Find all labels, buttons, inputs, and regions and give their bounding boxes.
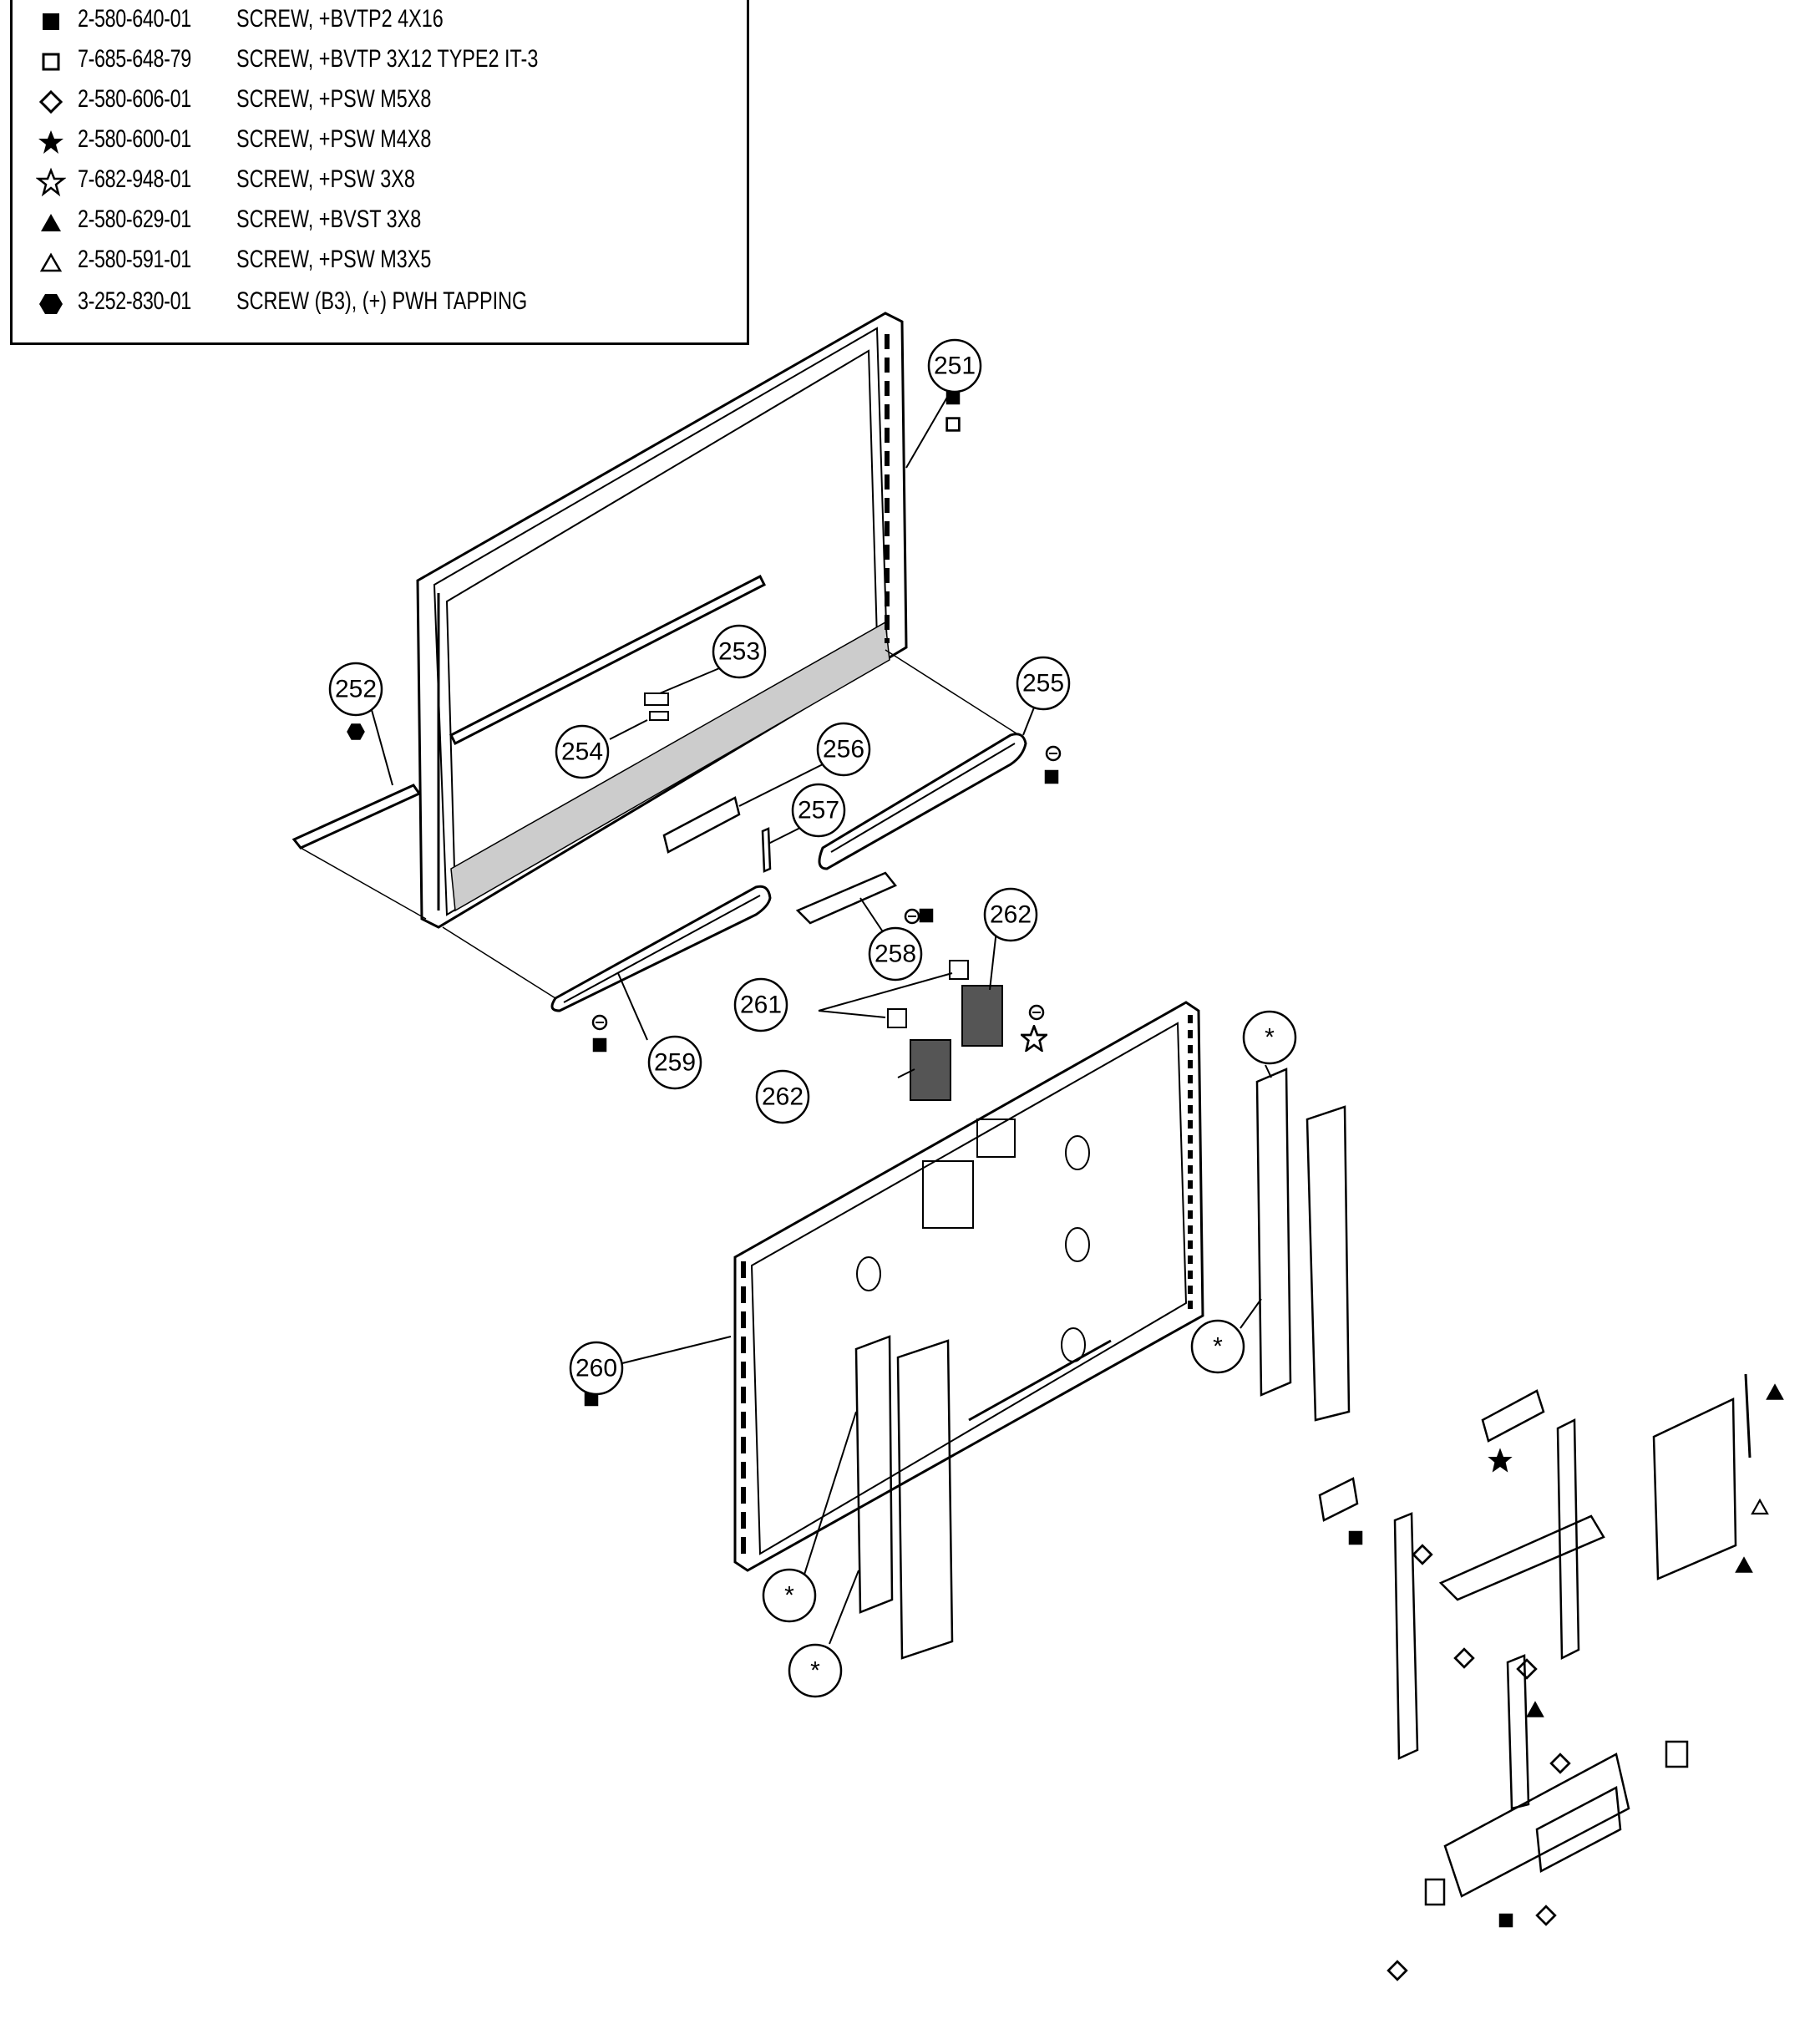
callout-260: 260 [569,1341,624,1396]
legend-description: SCREW, +PSW M5X8 [236,85,432,113]
legend-description: SCREW, +PSW M4X8 [236,125,432,153]
legend-description: SCREW, +PSW 3X8 [236,165,415,193]
legend-code: 2-580-606-01 [78,85,191,113]
callout-256: 256 [816,722,871,777]
callout-262-bottom: 262 [755,1069,810,1124]
legend-row: 2-580-591-01 SCREW, +PSW M3X5 [13,242,748,282]
legend-code: 7-685-648-79 [78,45,191,73]
legend-code: 2-580-640-01 [78,5,191,33]
callout-star-lower-left: * [762,1568,817,1623]
legend-row: 3-252-830-01 SCREW (B3), (+) PWH TAPPING [13,284,748,324]
callout-259: 259 [647,1035,702,1090]
filled-triangle-icon [41,214,61,231]
callout-leaders [371,383,1272,1645]
small-bracket-parts [662,796,897,925]
screw-legend: 2-580-640-01 SCREW, +BVTP2 4X16 7-685-64… [10,0,749,345]
svg-text:253: 253 [718,638,760,666]
legend-row: 7-682-948-01 SCREW, +PSW 3X8 [13,162,748,202]
callout-257: 257 [791,783,846,838]
open-diamond-icon [38,89,63,114]
legend-row: 2-580-640-01 SCREW, +BVTP2 4X16 [13,2,748,42]
legend-description: SCREW (B3), (+) PWH TAPPING [236,287,528,315]
legend-code: 2-580-629-01 [78,205,191,233]
legend-row: 2-580-600-01 SCREW, +PSW M4X8 [13,122,748,162]
svg-text:262: 262 [990,901,1032,929]
svg-text:251: 251 [934,353,976,380]
callout-262-top: 262 [983,887,1038,942]
svg-text:257: 257 [798,797,839,824]
legend-code: 7-682-948-01 [78,165,191,193]
callout-252: 252 [328,662,383,717]
svg-text:*: * [1213,1333,1223,1361]
heatsinks [887,960,1003,1101]
front-bezel [416,312,908,929]
filled-star-icon [38,130,63,154]
svg-text:256: 256 [823,736,864,763]
callout-254: 254 [555,724,610,779]
legend-description: SCREW, +BVTP 3X12 TYPE2 IT-3 [236,45,539,73]
legend-row: 7-685-648-79 SCREW, +BVTP 3X12 TYPE2 IT-… [13,42,748,82]
legend-code: 2-580-591-01 [78,246,191,273]
svg-text:*: * [810,1657,820,1685]
svg-text:252: 252 [335,676,377,703]
legend-description: SCREW, +BVTP2 4X16 [236,5,444,33]
open-star-icon [36,167,66,197]
small-tab-parts [644,692,669,721]
board-assemblies [1318,1373,1752,1906]
callout-255: 255 [1016,656,1071,711]
callout-261: 261 [733,977,788,1032]
legend-row: 2-580-606-01 SCREW, +PSW M5X8 [13,82,748,122]
legend-description: SCREW, +BVST 3X8 [236,205,422,233]
left-stand-leg [550,885,772,1012]
svg-text:258: 258 [875,941,916,968]
svg-text:262: 262 [762,1083,804,1111]
callout-star-upper-right: * [1242,1010,1297,1065]
legend-description: SCREW, +PSW M3X5 [236,246,432,273]
svg-text:*: * [1265,1024,1275,1052]
side-strip-part [292,784,422,850]
svg-text:261: 261 [740,992,782,1019]
callout-251: 251 [927,338,982,393]
legend-code: 3-252-830-01 [78,287,191,315]
svg-text:*: * [784,1582,794,1610]
legend-code: 2-580-600-01 [78,125,191,153]
svg-text:259: 259 [654,1049,696,1077]
open-square-icon [42,53,60,71]
filled-square-icon [43,13,59,30]
callout-253: 253 [712,624,767,679]
diagram-screw-markers [347,390,1784,1981]
shield-panels [854,1068,1351,1660]
filled-hexagon-icon [39,294,63,314]
svg-text:254: 254 [561,738,603,766]
callout-circles: 251 252 253 254 255 256 257 258 259 260 … [328,338,1297,1698]
svg-text:255: 255 [1022,670,1064,697]
bezel-bar [449,574,767,746]
callout-star-mid-right: * [1190,1319,1245,1374]
svg-text:260: 260 [575,1355,617,1382]
callout-star-bottom-left: * [788,1643,843,1698]
main-chassis-panel [733,1001,1204,1572]
callout-258: 258 [868,926,923,982]
legend-row: 2-580-629-01 SCREW, +BVST 3X8 [13,202,748,242]
open-triangle-icon [39,252,63,272]
